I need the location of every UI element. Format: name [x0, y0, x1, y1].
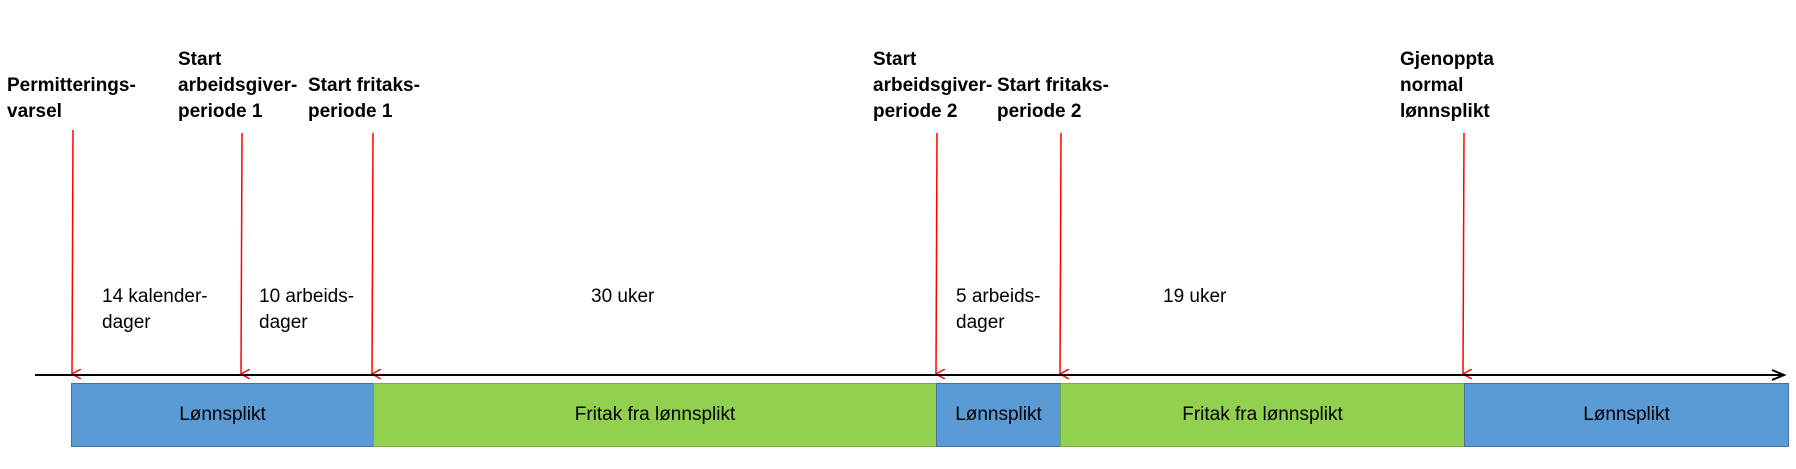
event-label-gjenoppta-normal-lonnsplikt: Gjenoppta normal lønnsplikt [1400, 49, 1494, 122]
duration-label-30-uker: 30 uker [591, 286, 655, 307]
event-arrow-start-agp-2 [936, 132, 937, 374]
event-label-start-fritaksperiode-1: Start fritaks- periode 1 [308, 75, 420, 122]
event-label-permitteringsvarsel: Permitterings- varsel [7, 75, 136, 122]
event-arrow-gjenoppta [1463, 132, 1464, 374]
event-arrow-start-agp-1 [241, 132, 242, 374]
segment-lonnsplikt-3: Lønnsplikt [1464, 383, 1789, 447]
segment-fritak-2: Fritak fra lønnsplikt [1060, 383, 1465, 447]
event-arrow-permitteringsvarsel [72, 129, 73, 374]
duration-label-19-uker: 19 uker [1163, 286, 1227, 307]
duration-label-14-kalenderdager: 14 kalender- dager [102, 286, 208, 333]
event-label-start-arbeidsgiverperiode-1: Start arbeidsgiver- periode 1 [178, 49, 298, 122]
event-arrow-start-fritak-2 [1060, 132, 1061, 374]
event-arrow-start-fritak-1 [372, 132, 373, 374]
duration-label-10-arbeidsdager: 10 arbeids- dager [259, 286, 355, 333]
segment-lonnsplikt-1: Lønnsplikt [71, 383, 374, 447]
segment-lonnsplikt-2: Lønnsplikt [936, 383, 1061, 447]
segment-fritak-1: Fritak fra lønnsplikt [373, 383, 937, 447]
timeline-axis-arrowhead [1771, 369, 1787, 381]
event-label-start-arbeidsgiverperiode-2: Start arbeidsgiver- periode 2 [873, 49, 993, 122]
duration-label-5-arbeidsdager: 5 arbeids- dager [956, 286, 1041, 333]
event-label-start-fritaksperiode-2: Start fritaks- periode 2 [997, 75, 1109, 122]
